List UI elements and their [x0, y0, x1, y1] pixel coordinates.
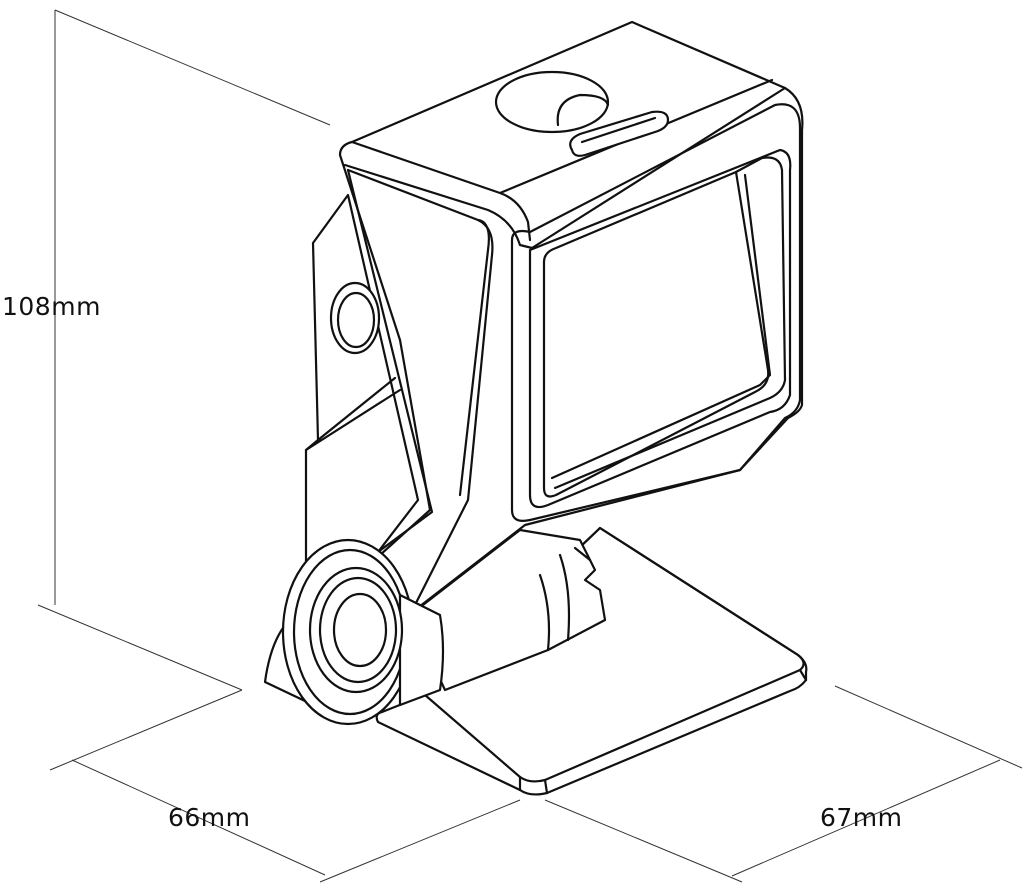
- depth-right-extension-b: [834, 685, 1023, 769]
- left-support-ridge: [304, 376, 402, 452]
- scan-window: [542, 170, 770, 498]
- tilt-knob-center: [332, 592, 388, 668]
- scan-window-inner-edge: [550, 156, 787, 490]
- top-slot-inner: [580, 116, 657, 144]
- tilt-knob-face-ring: [318, 576, 398, 684]
- left-support-knob-inner: [336, 291, 376, 349]
- height-label: 108mm: [2, 292, 101, 321]
- housing-side-rim: [458, 218, 490, 497]
- front-bezel-mid: [528, 148, 792, 509]
- depth-right-extension-a: [544, 799, 743, 883]
- depth-right-label: 67mm: [820, 803, 903, 832]
- depth-right-dimension-line: [731, 759, 1001, 877]
- base-plate: [375, 526, 808, 796]
- dimension-lines: [37, 9, 1023, 883]
- neck-ridges: [538, 546, 592, 652]
- housing-side-face-inner: [346, 168, 434, 554]
- housing-top-face: [343, 86, 787, 250]
- height-extension-top: [54, 9, 331, 126]
- tilt-knob: [263, 538, 445, 726]
- stand-neck: [408, 528, 607, 692]
- neck-body: [408, 528, 607, 692]
- depth-left-dimension-line: [71, 759, 326, 876]
- left-support: [304, 193, 420, 567]
- base-plate-front-bevel: [518, 668, 808, 795]
- tilt-knob-collar: [398, 593, 445, 707]
- depth-left-label: 66mm: [168, 803, 251, 832]
- depth-left-extension-b: [319, 799, 521, 883]
- front-bezel-outer: [510, 103, 802, 522]
- height-extension-bottom: [37, 604, 243, 691]
- top-button-outer: [494, 70, 610, 134]
- scanner-head: [338, 20, 804, 612]
- base-plate-body: [375, 526, 808, 796]
- depth-left-extension-a: [49, 689, 243, 771]
- top-button-inner: [556, 93, 610, 127]
